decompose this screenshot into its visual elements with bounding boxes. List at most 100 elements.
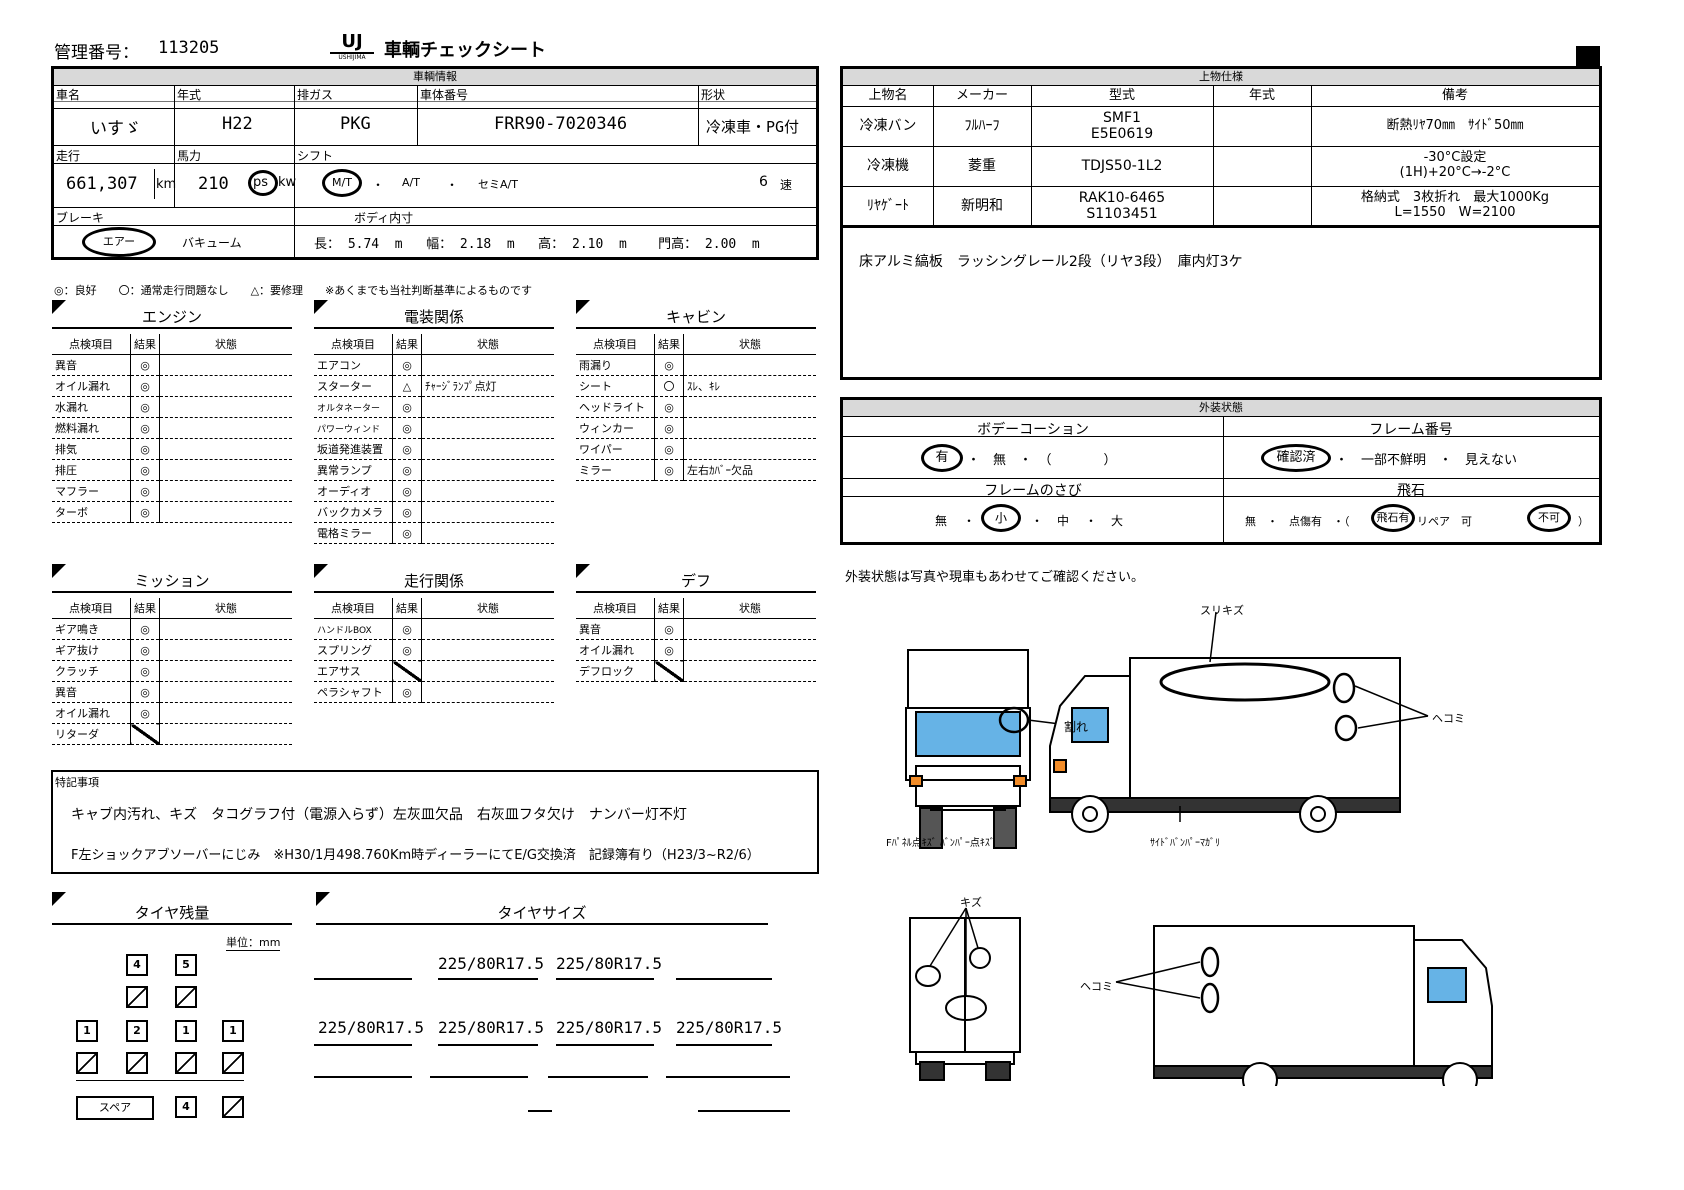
upper-header-cell: 年式 [1248, 87, 1275, 103]
tire-rear-x [76, 1052, 98, 1074]
check-state [159, 354, 292, 376]
check-state [421, 660, 554, 682]
year-label: 年式 [177, 88, 202, 102]
col-header: 点検項目 [314, 334, 393, 355]
upper-cell [1213, 106, 1311, 146]
mgmt-label: 管理番号： [54, 43, 139, 63]
brake-label: ブレーキ [56, 211, 105, 225]
check-state [159, 417, 292, 439]
check-row: 異音◎ [52, 681, 292, 703]
check-state [421, 522, 554, 544]
hp-ps-circle [248, 170, 278, 196]
check-item: 排気 [52, 438, 131, 460]
upper-cell [1213, 186, 1311, 226]
col-header: 結果 [130, 334, 160, 355]
check-result: ◎ [654, 639, 684, 661]
tire-rear: 2 [126, 1020, 148, 1042]
check-result: 〇 [654, 375, 684, 397]
tire-size-title: タイヤサイズ [316, 902, 768, 925]
frame-no-options: ・ 一部不鮮明 ・ 見えない [1335, 453, 1518, 468]
mgmt-number: 113205 [158, 38, 220, 58]
cabin-title: キャビン [576, 306, 816, 329]
running-marker [314, 564, 328, 578]
tire-size-line [314, 978, 412, 980]
stone-yes-circle: 飛石有 [1371, 504, 1415, 532]
page-title: 車輌チェックシート [384, 40, 546, 61]
exterior-note: 外装状態は写真や現車もあわせてご確認ください。 [845, 570, 1145, 585]
special-notes-box: 特記事項 キャブ内汚れ、キズ タコグラフ付（電源入らず）左灰皿欠品 右灰皿フタ欠… [51, 770, 819, 874]
truck-diagrams [905, 611, 1493, 1086]
upper-header-cell: メーカー [955, 87, 1008, 103]
upper-cell: 冷凍機 [867, 157, 909, 174]
hp-unit-ps: ps [253, 175, 269, 190]
shift-semi-at: セミA/T [478, 178, 518, 191]
check-result: ◎ [654, 459, 684, 481]
col-header: 状態 [159, 334, 292, 355]
label-rear-dent: ヘコミ [1080, 980, 1113, 993]
check-result: ◎ [392, 639, 422, 661]
check-item: エアコン [314, 354, 393, 376]
check-state [159, 438, 292, 460]
check-row: 燃料漏れ◎ [52, 417, 292, 439]
check-row: シート〇ｽﾚ、ｷﾚ [576, 375, 816, 397]
rear-scratch-2 [969, 947, 991, 969]
check-row: オーディオ◎ [314, 480, 554, 502]
tire-size-rear: 225/80R17.5 [556, 1018, 662, 1037]
tire-rear: 1 [76, 1020, 98, 1042]
hp-label: 馬力 [177, 149, 202, 163]
chassis-value: FRR90-7020346 [494, 114, 628, 134]
rust-dot-3: ・ [1085, 514, 1098, 528]
special-notes-line2: F左ショックアブソーバーにじみ ※H30/1月498.760Km時ディーラーにて… [71, 848, 760, 863]
mission-table: 点検項目結果状態ギア鳴き◎ギア抜け◎クラッチ◎異音◎オイル漏れ◎リターダ [52, 598, 292, 745]
car-name-label: 車名 [56, 88, 81, 102]
rust-none: 無 [935, 514, 948, 528]
upper-cell: 新明和 [961, 197, 1003, 214]
check-row: 水漏れ◎ [52, 396, 292, 418]
check-item: 異音 [52, 681, 131, 703]
check-result: ◎ [130, 681, 160, 703]
check-state: ﾁｬｰｼﾞﾗﾝﾌﾟ点灯 [421, 375, 554, 397]
check-state [421, 396, 554, 418]
engine-marker [52, 300, 66, 314]
check-state [421, 639, 554, 661]
check-item: デフロック [576, 660, 655, 682]
check-item: スプリング [314, 639, 393, 661]
check-result: ◎ [654, 618, 684, 640]
hp-unit-kw: kw [278, 175, 297, 190]
check-state [683, 660, 816, 682]
exhaust-label: 排ガス [297, 88, 334, 102]
check-result: ◎ [130, 639, 160, 661]
check-result: ◎ [130, 618, 160, 640]
mission-title: ミッション [52, 570, 292, 593]
mileage-value: 661,307 [66, 174, 138, 194]
check-result: ◎ [392, 522, 422, 544]
check-state [159, 375, 292, 397]
check-result: ◎ [130, 417, 160, 439]
check-row: マフラー◎ [52, 480, 292, 502]
check-result: ◎ [392, 459, 422, 481]
hp-value: 210 [198, 174, 229, 194]
check-state [159, 480, 292, 502]
label-scratch: スリキズ [1200, 604, 1244, 617]
tire-size-rear: 225/80R17.5 [438, 1018, 544, 1037]
check-state [421, 501, 554, 523]
tire-size-rear: 225/80R17.5 [676, 1018, 782, 1037]
check-row: オイル漏れ◎ [52, 702, 292, 724]
check-state [421, 354, 554, 376]
logo-mark: UJ [341, 31, 363, 52]
check-row: 異音◎ [576, 618, 816, 640]
check-item: マフラー [52, 480, 131, 502]
check-state [683, 438, 816, 460]
tire-size-line [676, 978, 772, 980]
check-item: オイル漏れ [52, 702, 131, 724]
coat-options: ・ 無 ・ （ ） [967, 453, 1117, 468]
coat-label: ボデーコーション [977, 422, 1089, 438]
mileage-label: 走行 [56, 149, 81, 163]
tire-size-underline [556, 978, 654, 980]
check-item: ヘッドライト [576, 396, 655, 418]
check-item: ギア抜け [52, 639, 131, 661]
dent-oval-2 [1334, 714, 1358, 742]
check-item: パワーウィンド [314, 417, 393, 439]
brake-air-circle: エアー [82, 227, 156, 257]
exterior-box: 外装状態 ボデーコーション 有 ・ 無 ・ （ ） フレーム番号 確認済 ・ 一… [840, 397, 1602, 545]
